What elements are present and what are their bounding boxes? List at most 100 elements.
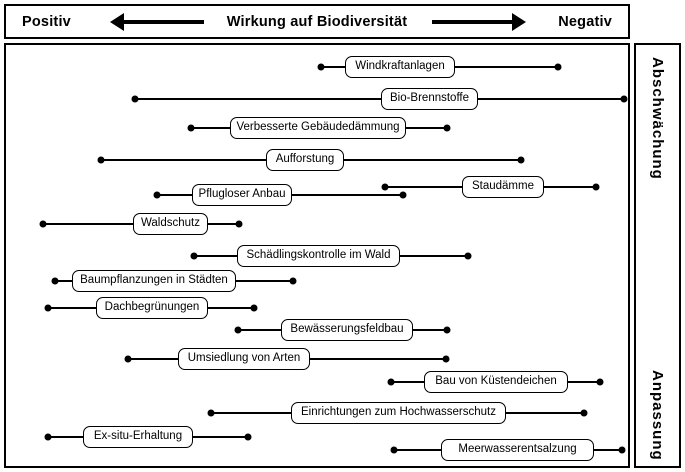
range-line-right bbox=[594, 449, 622, 451]
range-line-right bbox=[478, 98, 624, 100]
range-line-right bbox=[344, 159, 521, 161]
range-endpoint-right bbox=[399, 191, 407, 199]
measure-label-box[interactable]: Staudämme bbox=[462, 176, 544, 198]
range-endpoint-left bbox=[207, 409, 215, 417]
range-line-right bbox=[208, 223, 239, 225]
range-line-right bbox=[310, 358, 446, 360]
range-line-right bbox=[193, 436, 248, 438]
range-endpoint-left bbox=[39, 220, 47, 228]
range-line-right bbox=[208, 307, 254, 309]
measure-label-box[interactable]: Pflugloser Anbau bbox=[192, 184, 292, 206]
range-line-left bbox=[394, 449, 441, 451]
measure-label-box[interactable]: Bau von Küstendeichen bbox=[424, 371, 568, 393]
range-line-left bbox=[55, 280, 72, 282]
arrow-left-shaft bbox=[118, 19, 204, 24]
range-line-left bbox=[191, 127, 230, 129]
measure-label-box[interactable]: Aufforstung bbox=[266, 149, 344, 171]
range-endpoint-right bbox=[443, 326, 451, 334]
measure-label-text: Waldschutz bbox=[140, 217, 200, 230]
measure-label-text: Dachbegrünungen bbox=[104, 301, 200, 314]
range-line-left bbox=[135, 98, 381, 100]
measure-label-box[interactable]: Bewässerungsfeldbau bbox=[281, 319, 413, 341]
range-endpoint-left bbox=[131, 95, 139, 103]
range-line-left bbox=[211, 412, 291, 414]
range-endpoint-left bbox=[124, 355, 132, 363]
range-line-left bbox=[391, 381, 424, 383]
category-label-anpassung: Anpassung bbox=[649, 370, 666, 461]
range-line-right bbox=[506, 412, 584, 414]
axis-label-negative: Negativ bbox=[558, 13, 612, 30]
range-endpoint-right bbox=[592, 183, 600, 191]
range-line-left bbox=[385, 186, 462, 188]
range-endpoint-left bbox=[44, 304, 52, 312]
measure-label-box[interactable]: Ex-situ-Erhaltung bbox=[83, 426, 193, 448]
measure-label-box[interactable]: Verbesserte Gebäudedämmung bbox=[230, 117, 406, 139]
range-endpoint-right bbox=[596, 378, 604, 386]
measure-label-text: Umsiedlung von Arten bbox=[187, 352, 301, 365]
range-line-left bbox=[128, 358, 178, 360]
range-endpoint-left bbox=[187, 124, 195, 132]
axis-title: Wirkung auf Biodiversität bbox=[226, 13, 408, 30]
range-endpoint-right bbox=[442, 355, 450, 363]
measure-label-text: Einrichtungen zum Hochwasserschutz bbox=[301, 406, 496, 419]
range-line-left bbox=[48, 307, 96, 309]
range-endpoint-left bbox=[44, 433, 52, 441]
header-axis-bar: Positiv Wirkung auf Biodiversität Negati… bbox=[4, 4, 630, 39]
measure-label-box[interactable]: Einrichtungen zum Hochwasserschutz bbox=[291, 402, 506, 424]
measure-label-text: Ex-situ-Erhaltung bbox=[93, 430, 183, 443]
measure-label-text: Pflugloser Anbau bbox=[198, 188, 286, 201]
range-line-left bbox=[194, 255, 237, 257]
category-side-panel: Abschwächung Anpassung bbox=[634, 43, 681, 468]
range-endpoint-right bbox=[517, 156, 525, 164]
range-line-left bbox=[238, 329, 281, 331]
range-line-right bbox=[236, 280, 293, 282]
range-line-right bbox=[292, 194, 403, 196]
range-line-right bbox=[544, 186, 596, 188]
measure-label-box[interactable]: Dachbegrünungen bbox=[96, 297, 208, 319]
range-line-right bbox=[406, 127, 447, 129]
range-endpoint-left bbox=[387, 378, 395, 386]
range-endpoint-left bbox=[234, 326, 242, 334]
measure-label-text: Verbesserte Gebäudedämmung bbox=[236, 121, 400, 134]
range-endpoint-right bbox=[620, 95, 628, 103]
measure-label-box[interactable]: Bio-Brennstoffe bbox=[381, 88, 478, 110]
range-endpoint-left bbox=[317, 63, 325, 71]
range-endpoint-left bbox=[381, 183, 389, 191]
range-endpoint-right bbox=[464, 252, 472, 260]
range-endpoint-right bbox=[554, 63, 562, 71]
measure-label-text: Windkraftanlagen bbox=[355, 60, 445, 73]
range-endpoint-right bbox=[250, 304, 258, 312]
measure-label-text: Meerwasserentsalzung bbox=[458, 443, 577, 456]
range-endpoint-right bbox=[289, 277, 297, 285]
range-endpoint-right bbox=[244, 433, 252, 441]
range-endpoint-left bbox=[97, 156, 105, 164]
measure-label-box[interactable]: Baumpflanzungen in Städten bbox=[72, 270, 236, 292]
measure-label-box[interactable]: Schädlingskontrolle im Wald bbox=[237, 245, 400, 267]
measure-label-box[interactable]: Waldschutz bbox=[133, 213, 208, 235]
range-line-right bbox=[400, 255, 468, 257]
range-endpoint-right bbox=[443, 124, 451, 132]
range-line-left bbox=[48, 436, 83, 438]
measure-label-text: Bewässerungsfeldbau bbox=[290, 323, 404, 336]
range-line-left bbox=[101, 159, 266, 161]
measure-label-text: Bau von Küstendeichen bbox=[435, 375, 557, 388]
measure-label-text: Aufforstung bbox=[275, 153, 335, 166]
range-line-left bbox=[321, 66, 345, 68]
arrow-left-icon bbox=[110, 12, 124, 31]
measure-label-text: Staudämme bbox=[471, 180, 534, 193]
range-endpoint-right bbox=[618, 446, 626, 454]
measure-label-text: Schädlingskontrolle im Wald bbox=[246, 249, 391, 262]
measure-label-box[interactable]: Umsiedlung von Arten bbox=[178, 348, 310, 370]
measure-label-box[interactable]: Meerwasserentsalzung bbox=[441, 439, 594, 461]
range-endpoint-left bbox=[51, 277, 59, 285]
range-line-right bbox=[455, 66, 558, 68]
range-line-left bbox=[157, 194, 192, 196]
range-endpoint-left bbox=[390, 446, 398, 454]
measure-label-text: Baumpflanzungen in Städten bbox=[80, 274, 228, 287]
range-endpoint-left bbox=[153, 191, 161, 199]
measure-label-box[interactable]: Windkraftanlagen bbox=[345, 56, 455, 78]
axis-label-positive: Positiv bbox=[22, 13, 71, 30]
arrow-right-shaft bbox=[432, 19, 518, 24]
